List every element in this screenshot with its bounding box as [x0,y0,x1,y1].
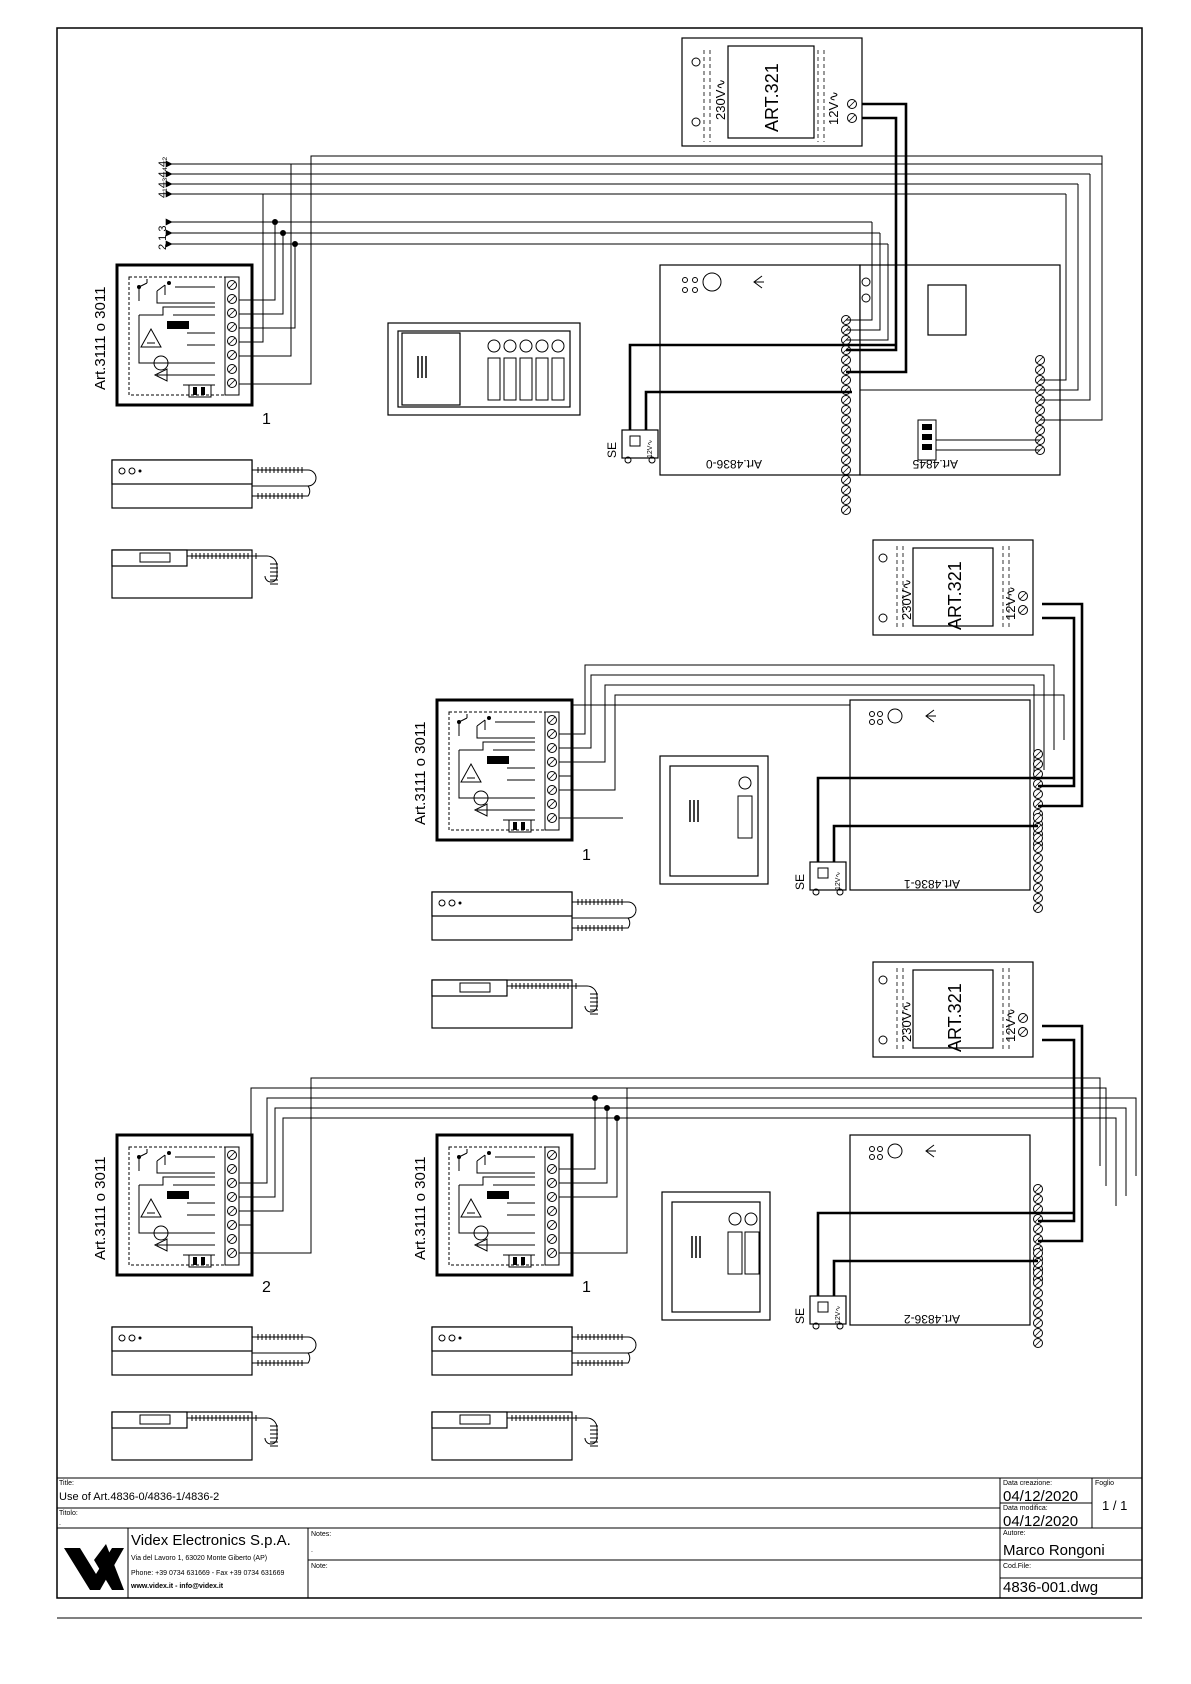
psu-top-model: ART.321 [762,63,782,132]
intercom-top-number: 1 [262,411,271,428]
door-station-top-label: Art.4836-0 [706,457,762,471]
door-station-middle-label: Art.4836-1 [904,877,960,891]
door-station-top-ext-label: Art.4845 [912,457,958,471]
door-station-bottom: Art.4836-2 [849,1134,1043,1348]
wall-phone-bottom-right [431,1411,599,1461]
lock-top-rating: 12V∿ [647,440,654,458]
intercom-bottom-left-model: Art.3111 o 3011 [92,1157,109,1260]
lock-bottom-rating: 12V∿ [835,1306,842,1324]
door-panel-middle [659,755,769,885]
intercom-bottom-right [437,1135,572,1275]
titolo-value: . [59,1520,61,1527]
wall-phone-bottom-left [111,1411,279,1461]
psu-top-input: 230V∿ [713,79,728,120]
file-label: Cod.File: [1003,1563,1031,1570]
notes-value: . [311,1547,313,1554]
power-supply-middle: ART.321 230V∿ 12V∿ [873,540,1033,635]
handset-bottom-left [111,1326,317,1376]
wall-phone-middle [431,979,599,1029]
modified-label: Data modifica: [1003,1505,1048,1512]
intercom-top-model: Art.3111 o 3011 [92,287,109,390]
door-station-middle: Art.4836-1 [849,699,1043,913]
title-value: Use of Art.4836-0/4836-1/4836-2 [59,1491,219,1503]
note-label: Note: [311,1563,328,1570]
door-station-top: Art.4836-0 Art.4845 [659,264,1061,515]
company-phone: Phone: +39 0734 631669 - Fax +39 0734 63… [131,1570,284,1577]
power-supply-bottom: ART.321 230V∿ 12V∿ [873,962,1033,1057]
file-value: 4836-001.dwg [1003,1579,1098,1596]
bus-arrows: 4₁4₃4₄4₂ 2 1 3 [157,157,1102,250]
handset-top [111,459,317,509]
titolo-label: Titolo: [59,1510,78,1517]
intercom-bottom-left-number: 2 [262,1279,271,1296]
author-value: Marco Rongoni [1003,1542,1105,1559]
door-station-bottom-label: Art.4836-2 [904,1312,960,1326]
handset-bottom-right [431,1326,637,1376]
psu-middle-model: ART.321 [945,561,965,630]
intercom-middle-number: 1 [582,847,591,864]
company-name: Videx Electronics S.p.A. [131,1532,291,1549]
psu-bottom-input: 230V∿ [899,1001,914,1042]
company-address: Via del Lavoro 1, 63020 Monte Giberto (A… [131,1555,267,1562]
handset-middle [431,891,637,941]
psu-bottom-output: 12V∿ [1003,1008,1018,1042]
bus-label-213: 2 1 3 [157,226,169,250]
intercom-bottom-right-model: Art.3111 o 3011 [412,1157,429,1260]
drawing-frame [56,27,1143,1599]
intercom-middle-model: Art.3111 o 3011 [412,722,429,825]
created-value: 04/12/2020 [1003,1488,1078,1505]
psu-middle-input: 230V∿ [899,579,914,620]
psu-bottom-model: ART.321 [945,983,965,1052]
lock-top-label: SE [605,442,619,458]
intercom-middle [437,700,572,840]
company-web: www.videx.it - info@videx.it [130,1583,224,1590]
author-label: Autore: [1003,1530,1026,1537]
intercom-bottom-right-number: 1 [582,1279,591,1296]
sheet-label: Foglio [1095,1480,1114,1487]
psu-middle-output: 12V∿ [1003,586,1018,620]
power-supply-top: ART.321 230V∿ 12V∿ [681,37,863,147]
lock-bottom-label: SE [793,1308,807,1324]
videx-logo [60,1530,126,1596]
notes-label: Notes: [311,1531,331,1538]
psu-top-output: 12V∿ [826,91,841,125]
sheet-value: 1 / 1 [1102,1498,1127,1513]
lock-middle-label: SE [793,874,807,890]
wall-phone-top [111,549,279,599]
title-block: Title: Use of Art.4836-0/4836-1/4836-2 T… [57,1477,1142,1598]
door-panel-bottom [661,1191,771,1321]
title-label: Title: [59,1480,74,1487]
created-label: Data creazione: [1003,1480,1052,1487]
intercom-top [117,265,252,405]
bus-label-4: 4₁4₃4₄4₂ [157,157,169,198]
intercom-bottom-left [117,1135,252,1275]
door-panel-top [387,322,581,416]
modified-value: 04/12/2020 [1003,1513,1078,1530]
lock-middle-rating: 12V∿ [835,872,842,890]
